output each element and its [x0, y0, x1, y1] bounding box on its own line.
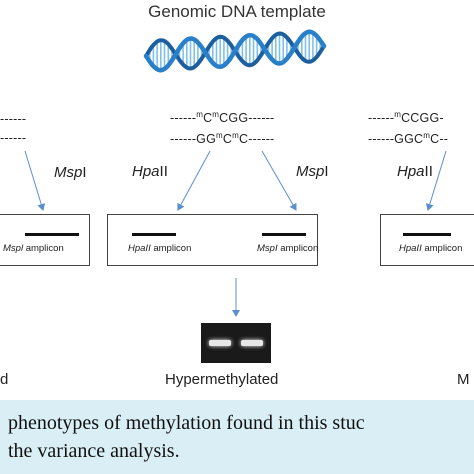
dna-strand — [143, 29, 327, 73]
center-hpaii-band — [132, 233, 176, 236]
arrow-right-hpaii — [425, 150, 447, 211]
left-amplicon-band — [25, 233, 79, 236]
center-enzyme-hpaii: HpaII — [132, 163, 168, 180]
center-enzyme-mspi: MspI — [296, 163, 329, 180]
left-amplicon-label: Mspl amplicon — [3, 243, 64, 254]
center-mspi-band — [262, 233, 306, 236]
right-amplicon-label: HpaII amplicon — [399, 243, 463, 254]
diagram-title: Genomic DNA template — [148, 2, 326, 21]
center-mspi-label: MspI amplicon — [257, 243, 319, 254]
left-status: d — [0, 371, 9, 388]
right-seq-top: ------mCCGG- — [368, 110, 444, 125]
left-amplicon-box: Mspl amplicon — [0, 214, 90, 266]
center-hpaii-label: HpaII amplicon — [128, 243, 192, 254]
figure-caption: phenotypes of methylation found in this … — [0, 400, 474, 474]
right-enzyme-hpaii: HpaII — [397, 163, 433, 180]
left-enzyme-mspi: MspI — [54, 164, 87, 181]
caption-line-2: the variance analysis. — [8, 440, 180, 462]
right-hpaii-band — [403, 233, 451, 236]
gel-image — [201, 323, 271, 363]
gel-band-right — [241, 340, 263, 346]
right-amplicon-box: HpaII amplicon — [380, 214, 474, 266]
arrow-center-mspi — [261, 150, 297, 211]
arrow-center-hpaii — [177, 150, 211, 211]
left-seq-top: ------ — [0, 112, 27, 126]
center-amplicon-box: HpaII amplicon MspI amplicon — [107, 214, 318, 266]
center-seq-top: ------mCmCGG------ — [170, 110, 275, 125]
right-seq-bottom: ------GGCmC-- — [368, 131, 449, 146]
caption-line-1: phenotypes of methylation found in this … — [8, 412, 365, 434]
arrow-left-mspi — [24, 150, 46, 211]
left-seq-bottom: ------ — [0, 131, 27, 145]
center-status: Hypermethylated — [165, 371, 279, 388]
gel-band-left — [209, 340, 231, 346]
center-seq-bottom: ------GGmCmC------ — [170, 131, 275, 146]
right-status: M — [457, 371, 470, 388]
